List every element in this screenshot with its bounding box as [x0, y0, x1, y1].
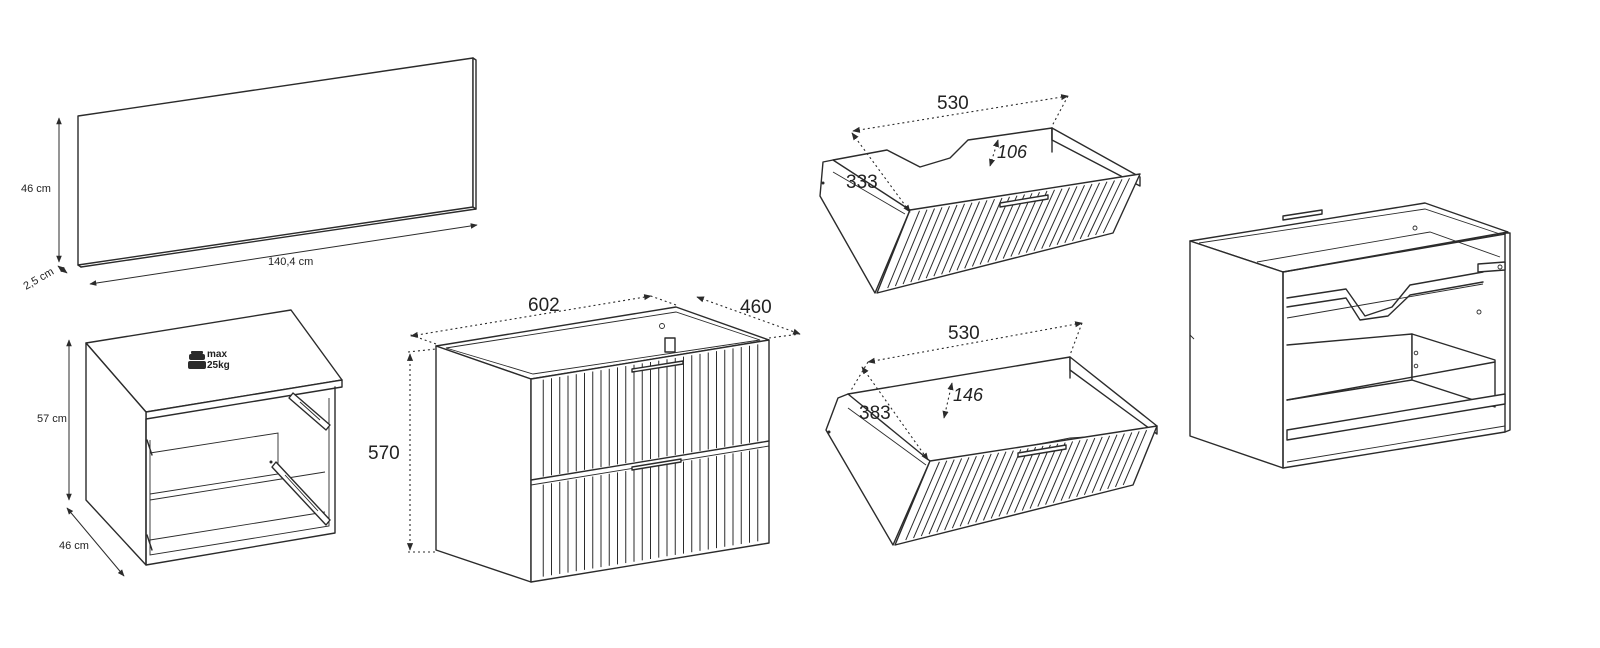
bottom-drawer-height-label: 146 — [953, 385, 984, 405]
vanity-top-drawer-flutes — [542, 344, 759, 477]
top-drawer-handle — [999, 194, 1049, 208]
bottom-drawer-drawing — [825, 356, 1158, 546]
side-cabinet-height-label: 57 cm — [37, 413, 67, 425]
mirror-height-dimension: 46 cm — [21, 117, 62, 263]
vanity-depth-label: 460 — [740, 297, 772, 318]
mirror-height-label: 46 cm — [21, 183, 51, 195]
vanity-depth-dimension: 460 — [696, 296, 801, 339]
top-drawer-drawing — [819, 127, 1141, 294]
top-drawer-cutout-dimension: 106 — [989, 139, 1028, 167]
side-cabinet-height-dimension: 57 cm — [37, 339, 72, 501]
drawer-runner-bottom — [271, 461, 331, 526]
mirror-drawing — [77, 57, 477, 268]
bottom-drawer-width-label: 530 — [948, 323, 980, 344]
side-cabinet-drawing — [85, 309, 343, 566]
vanity-height-dimension: 570 — [368, 348, 437, 553]
vanity-height-label: 570 — [368, 443, 400, 464]
bottom-drawer-depth-dimension: 383 — [859, 366, 929, 461]
vanity-bottom-drawer-flutes — [542, 449, 759, 577]
vanity-width-dimension: 602 — [407, 294, 677, 345]
vanity-top-drawer-handle — [631, 360, 684, 373]
top-drawer-front-flutes — [887, 177, 1130, 289]
weight-icon — [188, 351, 206, 369]
top-drawer-cutout-label: 106 — [997, 142, 1028, 162]
mirror-depth-dimension: 2,5 cm — [22, 265, 68, 293]
bottom-drawer-handle — [1017, 444, 1067, 458]
side-cabinet-depth-label: 46 cm — [59, 540, 89, 552]
vanity-interior-drawing — [1189, 202, 1511, 469]
bottom-drawer-height-dimension: 146 — [942, 382, 984, 419]
bottom-drawer-width-dimension: 530 — [849, 321, 1083, 393]
vanity-bottom-drawer-handle — [631, 458, 682, 471]
load-badge-line2: 25kg — [207, 360, 230, 371]
mirror-width-dimension: 140,4 cm — [89, 223, 478, 286]
vanity-width-label: 602 — [528, 295, 560, 316]
bottom-drawer-depth-label: 383 — [859, 403, 891, 424]
top-drawer-width-dimension: 530 — [852, 93, 1069, 133]
top-drawer-depth-dimension: 333 — [846, 132, 911, 213]
drawer-runner-top — [288, 392, 331, 431]
load-badge: max 25kg — [188, 349, 230, 371]
load-badge-line1: max — [207, 349, 227, 360]
mirror-depth-label: 2,5 cm — [22, 266, 57, 293]
top-drawer-depth-label: 333 — [846, 172, 878, 193]
vanity-drawing — [435, 306, 770, 583]
bottom-drawer-front-flutes — [905, 429, 1148, 541]
top-drawer-width-label: 530 — [937, 93, 969, 114]
side-cabinet-depth-dimension: 46 cm — [59, 507, 125, 577]
mirror-width-label: 140,4 cm — [268, 256, 313, 268]
